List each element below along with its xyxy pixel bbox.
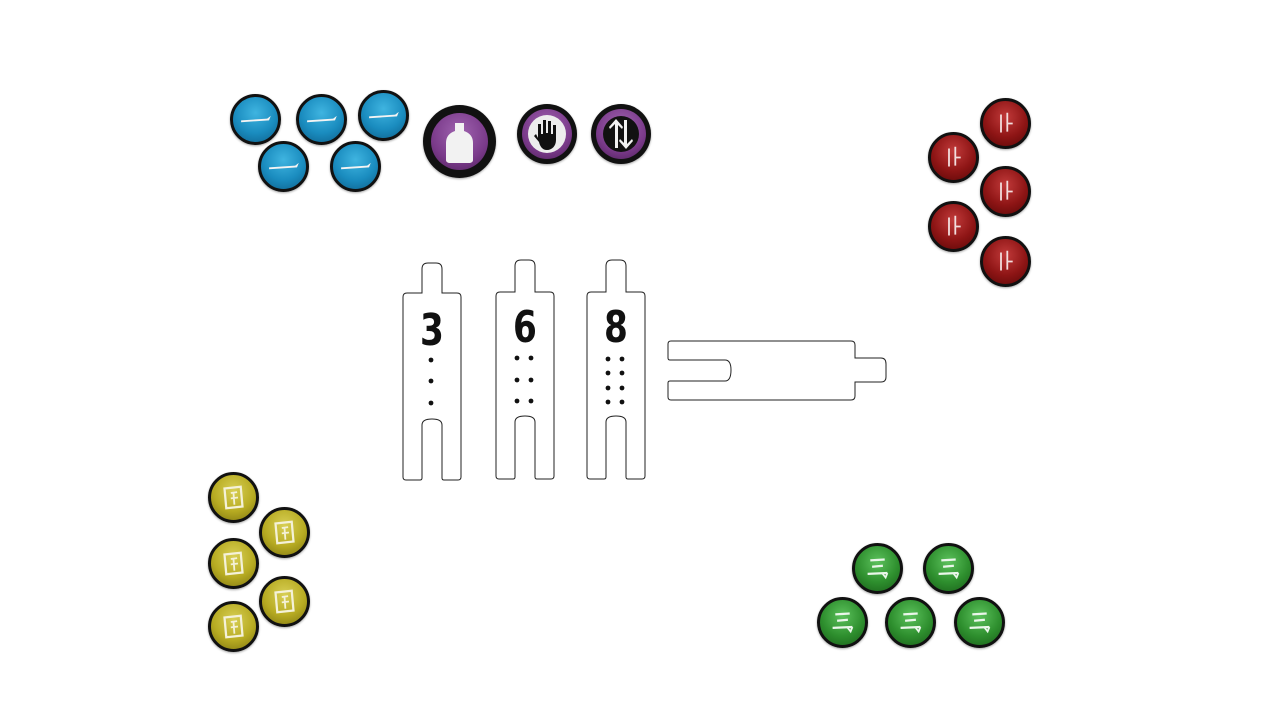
- blade-icon: [307, 115, 337, 123]
- target-token[interactable]: [423, 105, 496, 178]
- glyph-icon: [938, 558, 960, 580]
- movement-template-8[interactable]: 8: [586, 259, 646, 480]
- target-icon: [446, 123, 473, 163]
- yellow-token[interactable]: [259, 576, 310, 627]
- movement-template-3[interactable]: 3: [402, 262, 462, 481]
- template-outline: [586, 259, 646, 480]
- template-outline: [495, 259, 555, 480]
- yellow-token[interactable]: [208, 538, 259, 589]
- green-token[interactable]: [852, 543, 903, 594]
- red-token[interactable]: [980, 236, 1031, 287]
- rune-icon: [1000, 250, 1013, 271]
- template-dots: [428, 357, 434, 406]
- rune-icon: [948, 215, 961, 236]
- hand-token[interactable]: [517, 104, 577, 164]
- glyph-icon: [832, 612, 854, 634]
- yellow-token[interactable]: [208, 472, 259, 523]
- rune-icon: [1000, 112, 1013, 133]
- glyph-icon: [867, 558, 889, 580]
- blade-icon: [269, 162, 299, 170]
- blue-token[interactable]: [230, 94, 281, 145]
- green-token[interactable]: [885, 597, 936, 648]
- blade-icon: [369, 111, 399, 119]
- red-token[interactable]: [980, 166, 1031, 217]
- door-icon: [223, 485, 244, 510]
- door-icon: [223, 551, 244, 576]
- template-number: 6: [513, 302, 537, 353]
- movement-template-6[interactable]: 6: [495, 259, 555, 480]
- glyph-icon: [900, 612, 922, 634]
- door-icon: [223, 614, 244, 639]
- green-token[interactable]: [954, 597, 1005, 648]
- template-outline: [667, 340, 887, 401]
- door-icon: [274, 520, 295, 545]
- rune-icon: [1000, 180, 1013, 201]
- door-icon: [274, 589, 295, 614]
- template-number: 3: [420, 305, 444, 356]
- blue-token[interactable]: [358, 90, 409, 141]
- template-dots: [605, 356, 625, 405]
- hand-icon: [528, 115, 566, 153]
- yellow-token[interactable]: [208, 601, 259, 652]
- template-outline: [402, 262, 462, 481]
- template-dots: [514, 355, 534, 404]
- blank-movement-template[interactable]: [667, 340, 887, 401]
- green-token[interactable]: [817, 597, 868, 648]
- blade-icon: [241, 115, 271, 123]
- blue-token[interactable]: [330, 141, 381, 192]
- blue-token[interactable]: [296, 94, 347, 145]
- yellow-token[interactable]: [259, 507, 310, 558]
- swap-arrows-icon: [603, 116, 639, 152]
- red-token[interactable]: [928, 201, 979, 252]
- blue-token[interactable]: [258, 141, 309, 192]
- rune-icon: [948, 146, 961, 167]
- template-number: 8: [604, 302, 628, 353]
- glyph-icon: [969, 612, 991, 634]
- red-token[interactable]: [980, 98, 1031, 149]
- green-token[interactable]: [923, 543, 974, 594]
- swap-token[interactable]: [591, 104, 651, 164]
- red-token[interactable]: [928, 132, 979, 183]
- blade-icon: [341, 162, 371, 170]
